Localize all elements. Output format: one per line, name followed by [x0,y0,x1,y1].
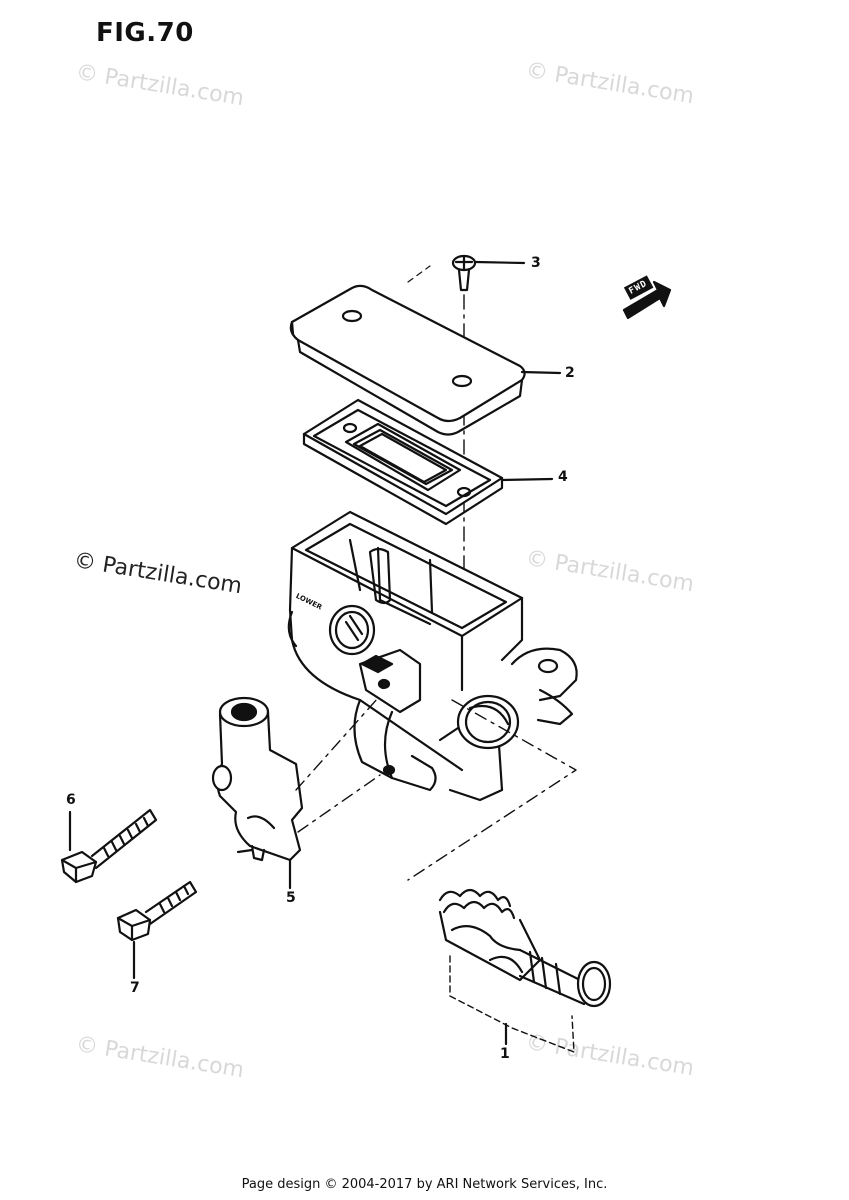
center-line [407,699,577,881]
short-bolt-part[interactable] [116,880,198,942]
callout-4: 4 [558,469,568,485]
fwd-arrow-icon [622,280,672,320]
callout-2: 2 [565,365,575,381]
center-line [295,697,379,791]
bracket-1 [449,955,575,1053]
master-cylinder-body[interactable] [287,510,578,802]
leader-line-2 [520,370,562,375]
leader-line-4 [500,477,554,482]
callout-5: 5 [286,890,296,906]
callout-1: 1 [500,1046,510,1062]
center-line [297,774,381,833]
piston-spring-assembly-part[interactable] [438,888,612,1008]
callout-3: 3 [531,255,541,271]
center-line [407,265,431,283]
diaphragm-gasket-part[interactable] [302,398,504,526]
leader-line-3 [474,260,526,265]
cap-screw-part[interactable] [451,254,477,292]
reservoir-cap-part[interactable] [289,284,526,436]
page-footer: Page design © 2004-2017 by ARI Network S… [241,1177,608,1192]
callout-7: 7 [130,980,140,996]
callout-6: 6 [66,792,76,808]
long-bolt-part[interactable] [60,808,158,884]
handlebar-clamp-part[interactable] [211,696,304,862]
figure-title: FIG.70 [96,18,194,48]
